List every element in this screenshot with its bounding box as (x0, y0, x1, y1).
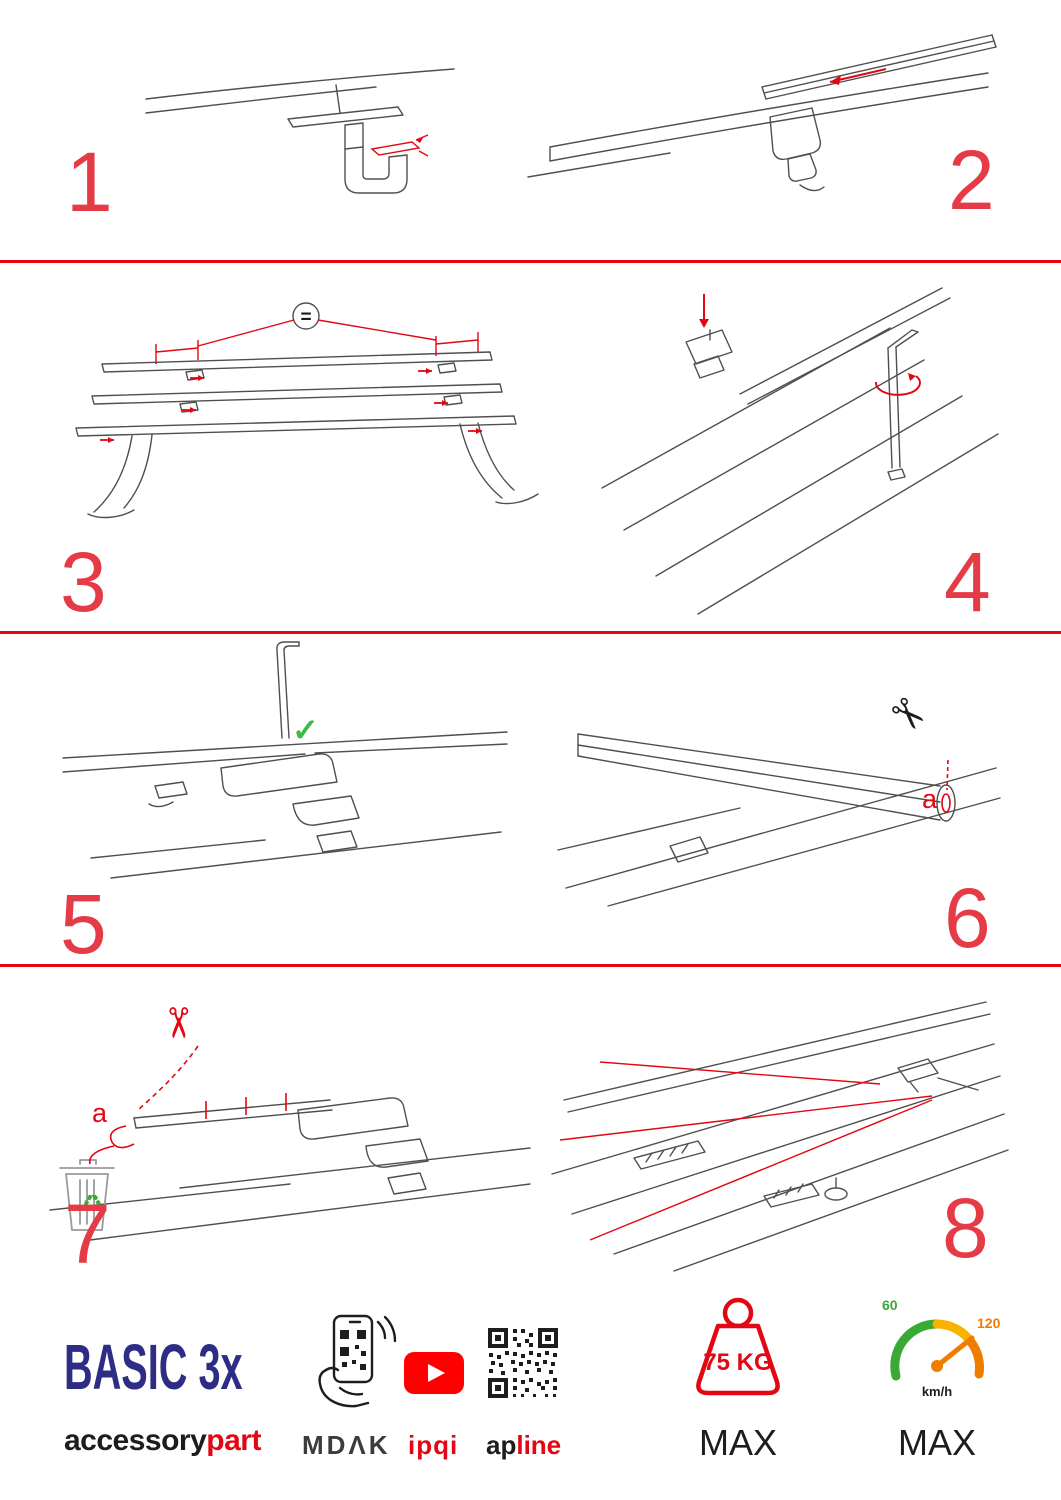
step-1-illustration (145, 68, 455, 194)
section-divider-2 (0, 631, 1061, 634)
youtube-icon (404, 1352, 464, 1394)
step-2-illustration (527, 34, 997, 192)
recycle-icon: ♻ (82, 1190, 103, 1216)
roof-clamp-drawing (145, 68, 455, 194)
insert-pad-highlight (370, 134, 429, 157)
section-divider-3 (0, 964, 1061, 967)
qr-caption-red: line (516, 1430, 562, 1460)
scissors-icon: ✂ (154, 1005, 202, 1041)
section-divider-1 (0, 260, 1061, 263)
slide-arrows (100, 368, 482, 443)
step-3-number: 3 (60, 535, 107, 629)
brand-wordmark-red: part (206, 1424, 261, 1457)
speed-unit-label: km/h (922, 1384, 952, 1399)
product-name: BASIC 3x (64, 1331, 243, 1403)
cut-marks (88, 1045, 287, 1165)
step-6-number: 6 (944, 871, 991, 965)
brand-wordmark: accessorypart (64, 1424, 261, 1458)
step-2-number: 2 (948, 133, 995, 227)
speedometer-icon: 60 120 km/h (882, 1297, 1000, 1399)
equal-spacing-label: = (300, 307, 311, 328)
step-5-illustration (62, 641, 508, 879)
discard-strip-drawing (49, 1097, 531, 1241)
video-caption: ipqi (408, 1430, 459, 1460)
step-1-number: 1 (66, 135, 113, 229)
final-assembly-drawing (551, 1001, 1009, 1272)
brand-wordmark-black: accessory (64, 1424, 207, 1457)
scan-phone-icon (318, 1314, 397, 1408)
bar-slide-drawing (527, 34, 997, 192)
crossbars-drawing (75, 302, 539, 519)
phone-qr-pattern (340, 1330, 366, 1370)
step-8-number: 8 (942, 1181, 989, 1275)
step-7-illustration (49, 1045, 531, 1241)
tighten-drawing (601, 287, 999, 615)
step-4-number: 4 (944, 535, 991, 629)
alignment-lines (559, 1061, 933, 1241)
cut-bar-drawing (557, 733, 1001, 907)
qr-caption: apline (486, 1430, 561, 1461)
speed-low-label: 60 (882, 1297, 898, 1313)
strap-check-drawing (62, 641, 508, 879)
cut-piece-label: a (92, 1098, 108, 1128)
cut-point-label: a (922, 784, 938, 814)
max-weight-label: MAX (698, 1422, 777, 1463)
cut-point-highlight (941, 759, 951, 813)
speed-high-label: 120 (977, 1315, 1000, 1331)
qr-caption-black: ap (486, 1430, 517, 1460)
app-caption: MDΛK (302, 1430, 391, 1460)
trash-bin-icon (59, 1159, 115, 1231)
check-icon: ✓ (292, 712, 319, 748)
rotate-arrow (874, 373, 921, 396)
max-weight-value: 75 KG (703, 1349, 772, 1376)
step-4-illustration (601, 287, 999, 615)
step-8-illustration (551, 1001, 1009, 1272)
step-3-illustration: = (75, 302, 539, 519)
qr-code-icon (488, 1328, 558, 1398)
step-5-number: 5 (60, 877, 107, 971)
press-down-arrow (699, 294, 709, 328)
equal-spacing-dimensions (155, 319, 479, 364)
step-7-number: 7 (64, 1187, 111, 1281)
slide-direction-arrow (829, 68, 887, 85)
max-speed-label: MAX (897, 1422, 976, 1463)
max-weight-icon: 75 KG (696, 1297, 780, 1396)
step-6-illustration (557, 733, 1001, 907)
